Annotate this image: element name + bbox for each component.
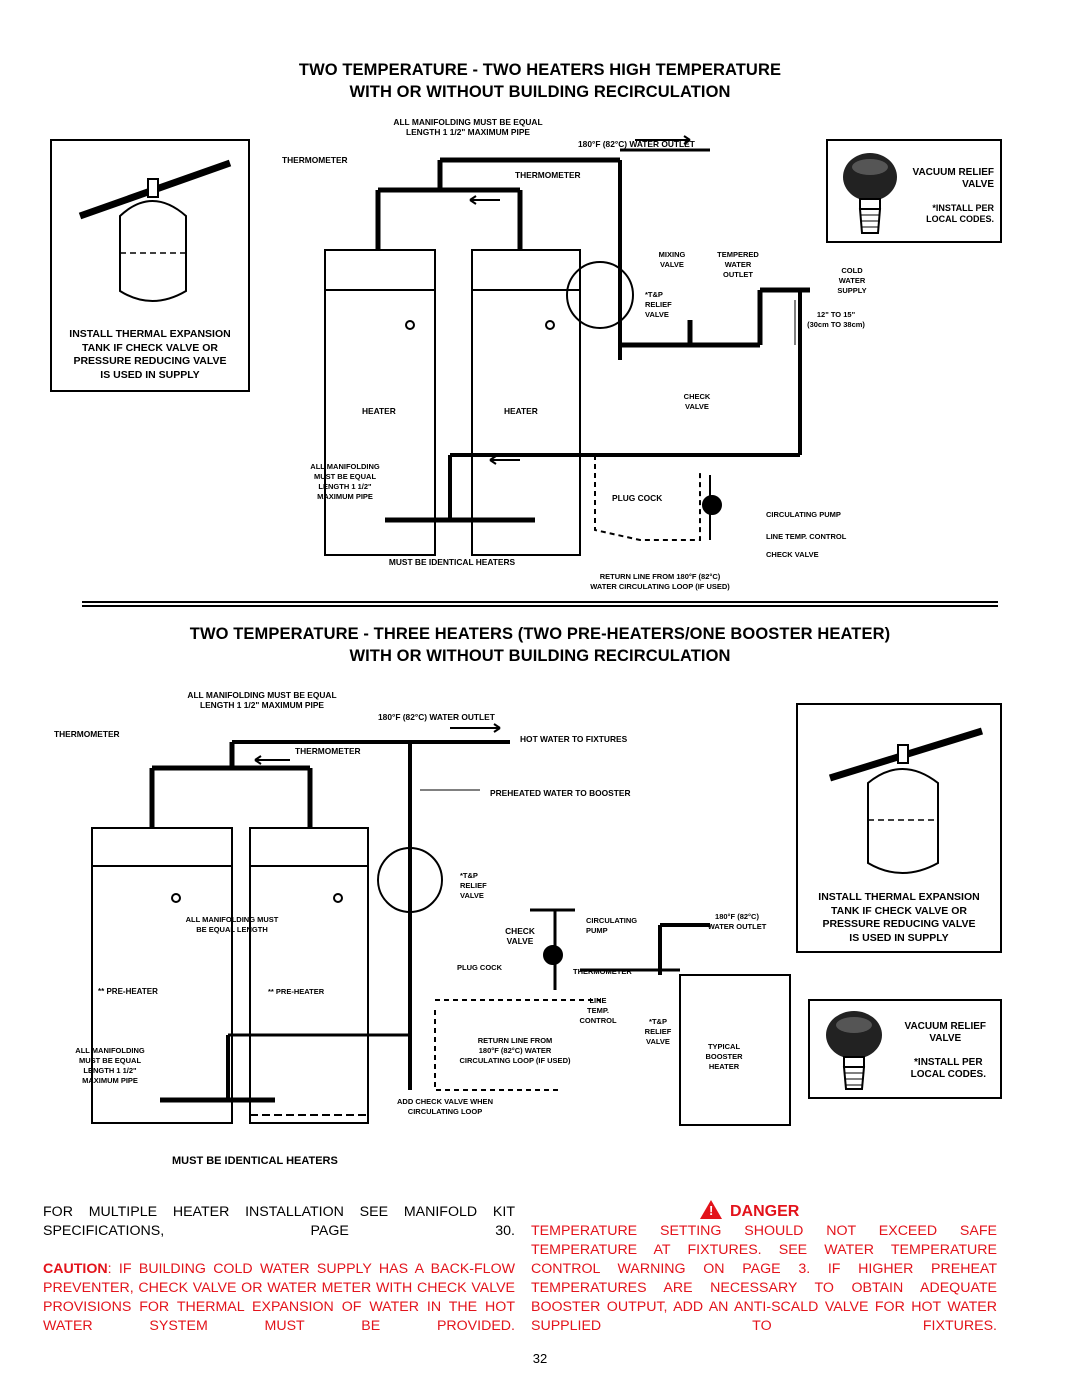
- section-divider-bottom: [82, 605, 998, 607]
- vacuum-box-title-1: VACUUM RELIEF VALVE: [912, 167, 994, 190]
- d2-line-temp-label: LINE TEMP. CONTROL: [579, 996, 617, 1025]
- d2-manifold-bottom-label: ALL MANIFOLDING MUST BE EQUAL LENGTH 1 1…: [75, 1046, 145, 1085]
- d2-return-line-label: RETURN LINE FROM 180°F (82°C) WATER CIRC…: [459, 1036, 571, 1065]
- d1-water-outlet-label: 180°F (82°C) WATER OUTLET: [578, 139, 695, 149]
- section-divider-top: [82, 601, 998, 603]
- preheater-right-body: [249, 827, 369, 1124]
- d2-booster-label: TYPICAL BOOSTER HEATER: [705, 1042, 743, 1071]
- expansion-tank-icon: [828, 727, 984, 874]
- d1-check-valve-2-label: CHECK VALVE: [766, 550, 819, 559]
- d2-thermometer-booster-label: THERMOMETER: [573, 967, 632, 976]
- d1-line-temp-label: LINE TEMP. CONTROL: [766, 532, 847, 541]
- expansion-tank-box-2: INSTALL THERMAL EXPANSION TANK IF CHECK …: [796, 703, 1002, 953]
- d1-tp-relief-label: *T&P RELIEF VALVE: [645, 290, 672, 319]
- manifold-note: FOR MULTIPLE HEATER INSTALLATION SEE MAN…: [43, 1204, 515, 1239]
- expansion-tank-icon: [78, 159, 232, 302]
- d2-water-outlet-label: 180°F (82°C) WATER OUTLET: [378, 712, 495, 722]
- vacuum-relief-valve-icon: [826, 1011, 882, 1090]
- d2-hot-water-label: HOT WATER TO FIXTURES: [520, 734, 628, 744]
- section1-title-line2: WITH OR WITHOUT BUILDING RECIRCULATION: [349, 83, 731, 101]
- section1-title-line1: TWO TEMPERATURE - TWO HEATERS HIGH TEMPE…: [298, 61, 782, 79]
- danger-label: DANGER: [730, 1203, 800, 1220]
- d1-distance-label: 12" TO 15" (30cm TO 38cm): [807, 310, 865, 329]
- section2-title-line2: WITH OR WITHOUT BUILDING RECIRCULATION: [349, 647, 731, 665]
- caution-label: CAUTION: [43, 1261, 108, 1277]
- d1-cold-supply-label: COLD WATER SUPPLY: [837, 266, 867, 295]
- d2-preheater-left-label: ** PRE-HEATER: [98, 987, 158, 996]
- d1-heater-right-label: HEATER: [504, 406, 538, 416]
- expansion-box-text-1: INSTALL THERMAL EXPANSION TANK IF CHECK …: [69, 328, 231, 381]
- danger-heading: ! DANGER: [700, 1200, 799, 1221]
- booster-heater-body: [679, 974, 791, 1126]
- section2-title-line1: TWO TEMPERATURE - THREE HEATERS (TWO PRE…: [189, 625, 891, 643]
- d2-plug-cock-label: PLUG COCK: [457, 963, 502, 972]
- d2-identical-heaters-label: MUST BE IDENTICAL HEATERS: [172, 1155, 338, 1167]
- d2-manifold-top-label: ALL MANIFOLDING MUST BE EQUAL LENGTH 1 1…: [187, 690, 337, 710]
- danger-text: TEMPERATURE SETTING SHOULD NOT EXCEED SA…: [531, 1223, 997, 1334]
- diagram-2-piping: [91, 723, 791, 1126]
- vacuum-relief-valve-icon: [843, 153, 897, 234]
- warning-triangle-icon: !: [700, 1200, 722, 1219]
- d1-tempered-outlet-label: TEMPERED WATER OUTLET: [717, 250, 759, 279]
- d1-mixing-valve-label: MIXING VALVE: [658, 250, 686, 269]
- d1-plug-cock-label: PLUG COCK: [612, 493, 663, 503]
- d1-circulating-pump-label: CIRCULATING PUMP: [766, 510, 841, 519]
- d2-booster-outlet-label: 180°F (82°C) WATER OUTLET: [707, 912, 767, 931]
- d2-check-valve-label: CHECK VALVE: [505, 926, 535, 946]
- d2-preheater-right-label: ** PRE-HEATER: [268, 987, 325, 996]
- caution-note: CAUTION: IF BUILDING COLD WATER SUPPLY H…: [43, 1260, 515, 1336]
- d2-thermometer-left-label: THERMOMETER: [54, 729, 120, 739]
- d1-identical-heaters-label: MUST BE IDENTICAL HEATERS: [388, 557, 516, 567]
- vacuum-box-note-1: *INSTALL PER LOCAL CODES.: [926, 203, 994, 224]
- diagram-1-piping: [324, 135, 810, 556]
- d2-tp-relief-2-label: *T&P RELIEF VALVE: [644, 1017, 672, 1046]
- caution-text: : IF BUILDING COLD WATER SUPPLY HAS A BA…: [43, 1261, 515, 1334]
- d2-tp-relief-label: *T&P RELIEF VALVE: [460, 871, 487, 900]
- heater-right-body: [471, 249, 581, 556]
- preheater-left-body: [91, 827, 233, 1124]
- vacuum-relief-box-2: VACUUM RELIEF VALVE *INSTALL PER LOCAL C…: [808, 999, 1002, 1099]
- vacuum-box-title-2: VACUUM RELIEF VALVE: [904, 1021, 986, 1044]
- d1-manifold-top-label: ALL MANIFOLDING MUST BE EQUAL LENGTH 1 1…: [393, 117, 543, 137]
- d1-check-valve-label: CHECK VALVE: [683, 392, 711, 411]
- d1-manifold-bottom-label: ALL MANIFOLDING MUST BE EQUAL LENGTH 1 1…: [310, 462, 380, 501]
- d1-thermometer-right-label: THERMOMETER: [515, 170, 581, 180]
- d1-heater-left-label: HEATER: [362, 406, 396, 416]
- expansion-box-text-2: INSTALL THERMAL EXPANSION TANK IF CHECK …: [818, 891, 980, 944]
- d1-return-line-label: RETURN LINE FROM 180°F (82°C) WATER CIRC…: [590, 572, 730, 591]
- vacuum-relief-box-1: VACUUM RELIEF VALVE *INSTALL PER LOCAL C…: [826, 139, 1002, 243]
- d2-preheated-label: PREHEATED WATER TO BOOSTER: [490, 788, 631, 798]
- d2-add-check-label: ADD CHECK VALVE WHEN CIRCULATING LOOP: [397, 1097, 493, 1116]
- d1-thermometer-left-label: THERMOMETER: [282, 155, 348, 165]
- expansion-tank-box-1: INSTALL THERMAL EXPANSION TANK IF CHECK …: [50, 139, 250, 392]
- page-number: 32: [532, 1351, 548, 1366]
- d2-manifold-mid-label: ALL MANIFOLDING MUST BE EQUAL LENGTH: [185, 915, 279, 934]
- vacuum-box-note-2: *INSTALL PER LOCAL CODES.: [910, 1057, 986, 1080]
- d2-circulating-pump-label: CIRCULATING PUMP: [586, 916, 638, 935]
- d2-thermometer-right-label: THERMOMETER: [295, 746, 361, 756]
